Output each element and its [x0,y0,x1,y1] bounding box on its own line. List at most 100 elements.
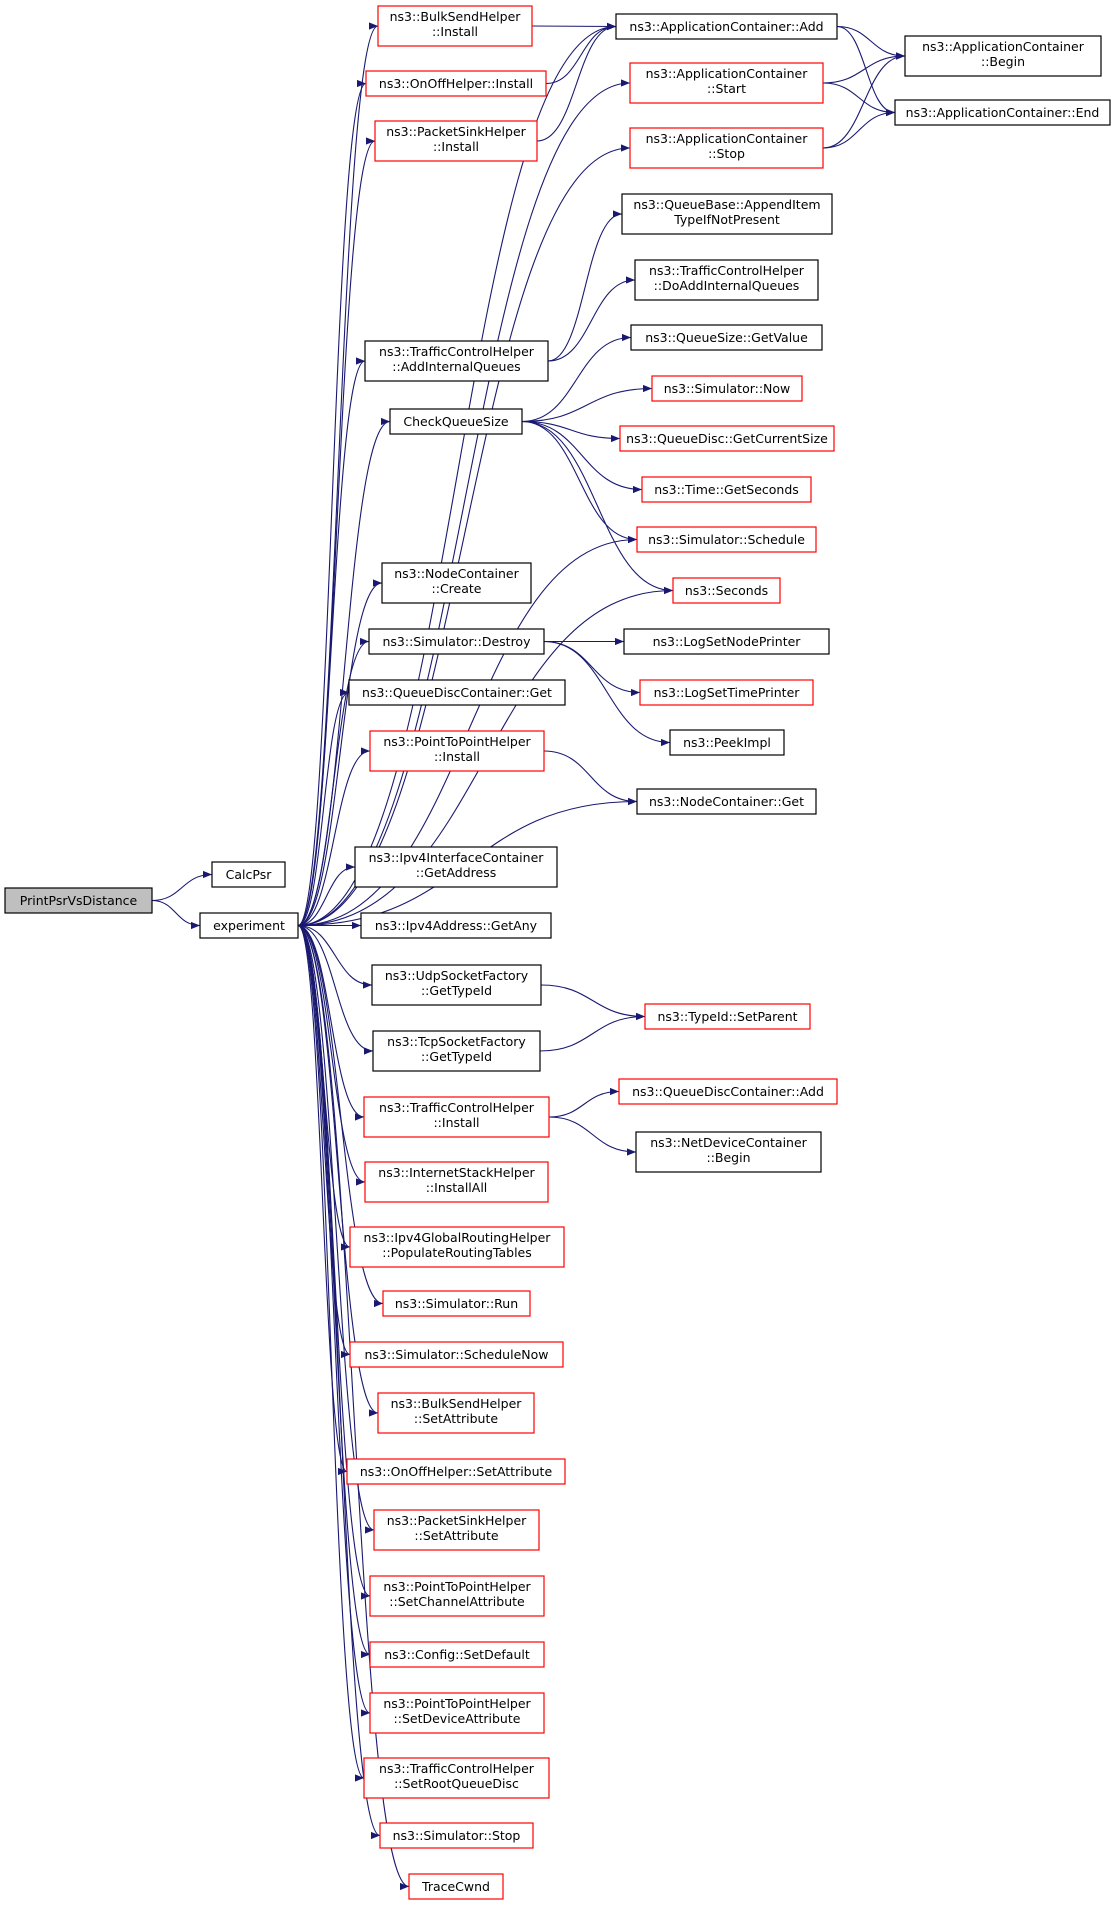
node-label: ::Install [434,749,480,764]
node-log-node[interactable]: ns3::LogSetNodePrinter [623,628,830,655]
node-config-setdef[interactable]: ns3::Config::SetDefault [369,1641,545,1668]
node-box [348,679,566,706]
node-label: ::Create [432,581,482,596]
node-calcpsr[interactable]: CalcPsr [211,861,286,888]
node-box [636,526,817,553]
node-appc-begin[interactable]: ns3::ApplicationContainer::Begin [904,35,1102,77]
edge-appc_add-to-appc_begin [836,25,906,60]
edge-appc_stop-to-appc_begin [822,52,906,149]
node-qs-getvalue[interactable]: ns3::QueueSize::GetValue [630,324,823,351]
node-label: ns3::PointToPointHelper [383,1696,531,1711]
node-qb-append[interactable]: ns3::QueueBase::AppendItemTypeIfNotPrese… [621,193,833,235]
node-tch-install[interactable]: ns3::TrafficControlHelper::Install [363,1096,550,1138]
node-tch-addint[interactable]: ns3::TrafficControlHelper::AddInternalQu… [364,340,549,382]
node-label: CalcPsr [226,867,273,882]
node-box [672,577,781,604]
node-label: ns3::QueueDiscContainer::Get [362,685,552,700]
node-label: ns3::LogSetNodePrinter [653,634,802,649]
node-appc-stop[interactable]: ns3::ApplicationContainer::Stop [629,127,824,169]
node-root[interactable]: PrintPsrVsDistance [4,887,153,914]
node-seconds[interactable]: ns3::Seconds [672,577,781,604]
node-ipv4grh-populate[interactable]: ns3::Ipv4GlobalRoutingHelper::PopulateRo… [349,1226,565,1268]
node-p2p-install[interactable]: ns3::PointToPointHelper::Install [369,730,545,772]
node-appc-add[interactable]: ns3::ApplicationContainer::Add [615,13,838,40]
node-typeid-setparent[interactable]: ns3::TypeId::SetParent [644,1003,811,1030]
node-p2p-setdev[interactable]: ns3::PointToPointHelper::SetDeviceAttrib… [369,1692,545,1734]
node-label: ns3::ApplicationContainer::End [906,105,1100,120]
node-label: ns3::OnOffHelper::SetAttribute [360,1464,553,1479]
node-label: ns3::PeekImpl [683,735,771,750]
node-qd-getcur[interactable]: ns3::QueueDisc::GetCurrentSize [619,425,835,452]
node-box [641,476,812,503]
node-tcp-typeid[interactable]: ns3::TcpSocketFactory::GetTypeId [372,1030,541,1072]
node-checkqueue[interactable]: CheckQueueSize [389,408,523,435]
edge-onoff_install-to-appc_add [545,22,617,85]
edge-appc_add-to-appc_end [836,25,896,117]
node-box [639,679,814,706]
node-p2p-setchan[interactable]: ns3::PointToPointHelper::SetChannelAttri… [369,1575,545,1617]
edge-tch_addint-to-tch_doadd [547,276,636,362]
node-label: ns3::Time::GetSeconds [654,482,799,497]
node-sink-setattr[interactable]: ns3::PacketSinkHelper::SetAttribute [373,1509,540,1551]
node-label: ns3::InternetStackHelper [378,1165,535,1180]
edge-sim_destroy-to-peekimpl [543,640,671,747]
node-label: ::GetAddress [416,865,496,880]
node-nodec-create[interactable]: ns3::NodeContainer::Create [381,562,532,604]
edge-experiment-to-config_setdef [297,924,371,1658]
node-label: ns3::Simulator::Destroy [383,634,532,649]
node-onoff-install[interactable]: ns3::OnOffHelper::Install [365,70,547,97]
node-label: ns3::Simulator::Schedule [648,532,805,547]
node-label: ns3::OnOffHelper::Install [379,76,533,91]
node-log-time[interactable]: ns3::LogSetTimePrinter [639,679,814,706]
node-label: ns3::PacketSinkHelper [387,1513,527,1528]
edge-experiment-to-qdc_get [297,688,350,927]
node-tch-doadd[interactable]: ns3::TrafficControlHelper::DoAddInternal… [634,259,819,301]
edge-appc_start-to-appc_begin [822,52,906,84]
node-sink-install[interactable]: ns3::PacketSinkHelper::Install [374,120,538,162]
node-sim-run[interactable]: ns3::Simulator::Run [382,1290,531,1317]
node-box [644,1003,811,1030]
node-qdc-get[interactable]: ns3::QueueDiscContainer::Get [348,679,566,706]
node-box [615,13,838,40]
edge-experiment-to-appc_start [297,79,631,927]
node-appc-end[interactable]: ns3::ApplicationContainer::End [894,99,1111,126]
node-tch-setroot[interactable]: ns3::TrafficControlHelper::SetRootQueueD… [363,1757,550,1799]
node-sim-destroy[interactable]: ns3::Simulator::Destroy [368,628,545,655]
node-label: ns3::Ipv4GlobalRoutingHelper [364,1230,552,1245]
node-onoff-setattr[interactable]: ns3::OnOffHelper::SetAttribute [346,1458,566,1485]
node-tracecwnd[interactable]: TraceCwnd [408,1873,504,1900]
node-box [618,1078,838,1105]
node-sim-now[interactable]: ns3::Simulator::Now [651,375,803,402]
node-ndc-begin[interactable]: ns3::NetDeviceContainer::Begin [635,1131,822,1173]
node-ipv4ic-getaddr[interactable]: ns3::Ipv4InterfaceContainer::GetAddress [354,846,558,888]
edge-experiment-to-tch_setroot [297,924,365,1782]
node-bulk-install[interactable]: ns3::BulkSendHelper::Install [377,5,533,47]
node-ish-installall[interactable]: ns3::InternetStackHelper::InstallAll [364,1161,549,1203]
edge-checkqueue-to-seconds [521,420,674,595]
node-label: ::SetAttribute [414,1528,498,1543]
edge-udp_typeid-to-typeid_setparent [540,984,646,1021]
edge-root-to-experiment [151,899,201,930]
node-qdc-add[interactable]: ns3::QueueDiscContainer::Add [618,1078,838,1105]
node-bulk-setattr[interactable]: ns3::BulkSendHelper::SetAttribute [377,1392,535,1434]
node-time-getsec[interactable]: ns3::Time::GetSeconds [641,476,812,503]
node-ipv4a-getany[interactable]: ns3::Ipv4Address::GetAny [360,912,552,939]
node-nodec-get[interactable]: ns3::NodeContainer::Get [636,788,817,815]
edge-experiment-to-sim_run [297,924,384,1308]
node-label: ::Begin [706,1150,750,1165]
node-label: ns3::QueueDiscContainer::Add [632,1084,824,1099]
edge-experiment-to-tch_addint [297,357,366,927]
node-sim-schednow[interactable]: ns3::Simulator::ScheduleNow [349,1341,564,1368]
node-sim-stop[interactable]: ns3::Simulator::Stop [379,1822,534,1849]
node-sim-schedule[interactable]: ns3::Simulator::Schedule [636,526,817,553]
node-box [894,99,1111,126]
node-experiment[interactable]: experiment [199,912,299,939]
node-udp-typeid[interactable]: ns3::UdpSocketFactory::GetTypeId [371,964,542,1006]
node-label: ns3::Simulator::Run [395,1296,518,1311]
node-label: CheckQueueSize [403,414,508,429]
node-appc-start[interactable]: ns3::ApplicationContainer::Start [629,62,824,104]
node-peekimpl[interactable]: ns3::PeekImpl [669,729,785,756]
node-box [349,1226,565,1268]
node-label: ns3::QueueBase::AppendItem [633,197,820,212]
edge-bulk_install-to-appc_add [531,22,617,31]
